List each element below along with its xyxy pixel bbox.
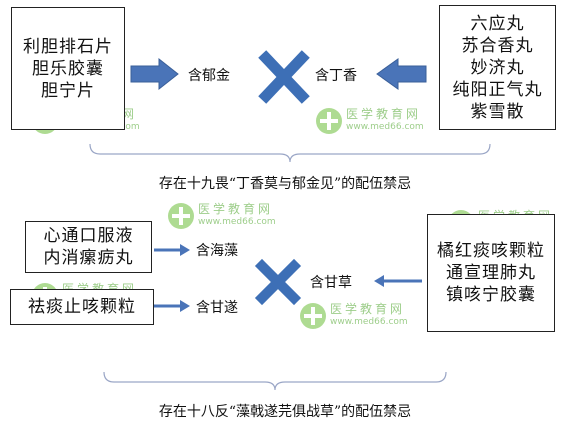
arrow-right-icon <box>180 244 190 256</box>
label-contains-yujin: 含郁金 <box>188 68 230 84</box>
cross-icon <box>254 258 302 306</box>
box-haizao-drugs: 心通口服液 内消瘰疬丸 <box>25 221 152 273</box>
label-contains-gansui: 含甘遂 <box>196 300 238 316</box>
box-yujin-drugs: 利胆排石片 胆乐胶囊 胆宁片 <box>11 7 125 130</box>
label-contains-dingxiang: 含丁香 <box>315 68 357 84</box>
caption-eighteen-antagonisms: 存在十八反“藻戟遂芫俱战草”的配伍禁忌 <box>158 404 412 420</box>
arrow-left-icon <box>374 275 384 287</box>
arrow-right-icon <box>180 300 190 312</box>
caption-nineteen-fears: 存在十九畏“丁香莫与郁金见”的配伍禁忌 <box>158 176 412 192</box>
box-dingxiang-drugs: 六应丸 苏合香丸 妙济丸 纯阳正气丸 紫雪散 <box>439 5 556 130</box>
arrow-right-icon <box>130 57 179 91</box>
label-contains-haizao: 含海藻 <box>196 243 238 259</box>
box-gansui-drugs: 祛痰止咳颗粒 <box>10 289 154 325</box>
cross-icon <box>258 50 310 104</box>
arrow-left-icon <box>376 58 427 90</box>
label-contains-gancao: 含甘草 <box>310 275 352 291</box>
box-gancao-drugs: 橘红痰咳颗粒 通宣理肺丸 镇咳宁胶囊 <box>427 214 555 332</box>
brace-top <box>89 143 491 163</box>
brace-bottom <box>103 371 447 391</box>
